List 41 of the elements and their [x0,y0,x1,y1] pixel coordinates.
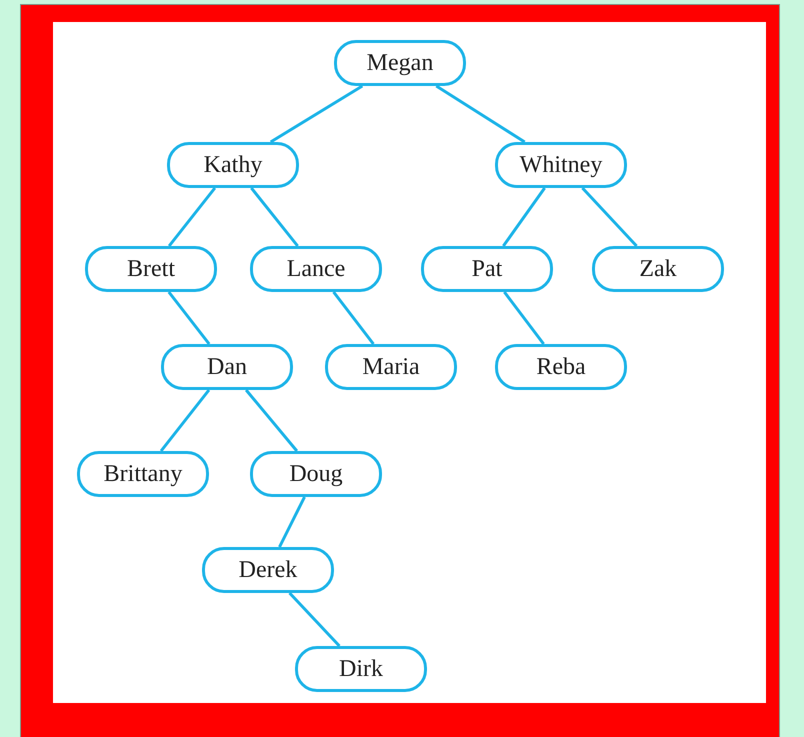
connector-line [160,389,210,452]
node-label: Pat [472,256,502,282]
node-label: Reba [536,354,586,380]
connector-line [436,84,526,144]
name-node [592,246,724,292]
node-label: Derek [238,556,298,584]
node-label: Dan [207,354,247,380]
name-node [421,246,553,292]
connector-line [168,187,216,247]
name-node [495,344,627,390]
connector-line [168,291,210,345]
node-label: Zak [639,256,677,282]
connector-line [503,291,545,345]
name-node [295,646,427,692]
name-node [495,142,627,188]
name-node [334,40,466,86]
node-label: Dirk [339,656,383,682]
node-label: Doug [289,460,343,488]
node-label: Brittany [104,460,182,488]
connector-line [581,186,638,248]
name-node [167,142,299,188]
connector-line [288,592,340,648]
node-label: Kathy [204,152,262,178]
node-label: Maria [362,354,420,380]
connector-line [250,187,299,247]
connector-line [278,496,306,548]
name-node [250,246,382,292]
name-node [250,451,382,497]
name-node [85,246,217,292]
connector-line [332,291,375,345]
name-node [325,344,457,390]
connector-line [502,187,546,247]
node-label: Brett [127,256,175,282]
name-node [77,451,209,497]
connector-line [244,389,298,452]
node-label: Megan [366,50,434,76]
name-node [202,547,334,593]
node-label: Whitney [520,152,602,178]
connector-line [270,84,364,144]
node-label: Lance [286,256,346,282]
name-node [161,344,293,390]
